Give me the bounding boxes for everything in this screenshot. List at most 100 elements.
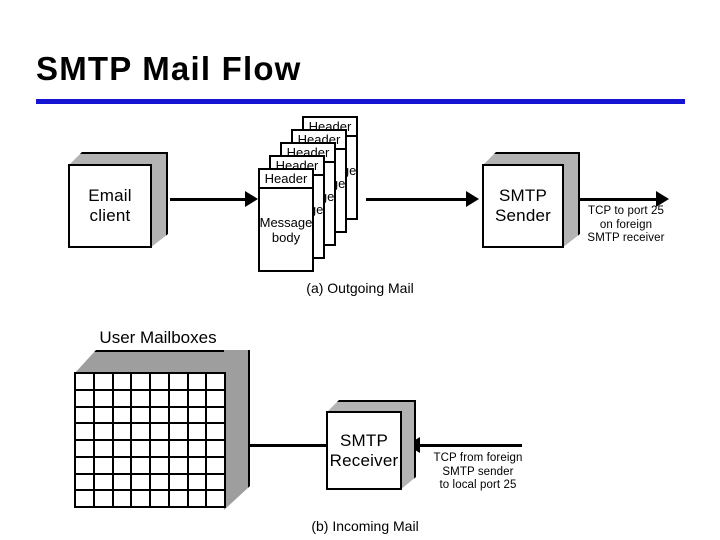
mailbox-cell bbox=[169, 491, 187, 506]
mailbox-cell bbox=[169, 390, 187, 406]
mailbox-cell bbox=[151, 374, 168, 389]
mailbox-cell bbox=[132, 390, 149, 406]
mailbox-cell bbox=[132, 374, 149, 389]
mailbox-cell bbox=[94, 474, 112, 490]
user-mailboxes-grid bbox=[74, 372, 226, 508]
mailbox-cell bbox=[94, 491, 112, 506]
mailbox-cell bbox=[169, 457, 187, 473]
incoming-tcp-note: TCP from foreign SMTP sender to local po… bbox=[433, 452, 523, 491]
mailbox-cell bbox=[207, 491, 224, 506]
mailbox-cell bbox=[151, 424, 168, 439]
user-mailboxes-label: User Mailboxes bbox=[99, 328, 217, 347]
mailbox-cell bbox=[76, 390, 93, 406]
message-card-header-label: Header bbox=[260, 170, 312, 189]
mailbox-cell bbox=[94, 441, 112, 456]
page-title: SMTP Mail Flow bbox=[36, 50, 302, 87]
smtp-receiver-label: SMTP Receiver bbox=[329, 430, 399, 470]
mailbox-cell bbox=[132, 441, 149, 456]
mailbox-cell bbox=[188, 424, 206, 439]
mailbox-cell bbox=[113, 491, 131, 506]
mailbox-cell bbox=[113, 441, 131, 456]
mailbox-cell bbox=[207, 457, 224, 473]
mailbox-cell bbox=[188, 374, 206, 389]
smtp-sender-box: SMTP Sender bbox=[478, 152, 582, 250]
figure-b-caption: (b) Incoming Mail bbox=[311, 518, 419, 534]
mailbox-cell bbox=[188, 474, 206, 490]
mailbox-cell bbox=[151, 441, 168, 456]
figure-outgoing-mail: Email client Header Message body Header … bbox=[0, 100, 720, 310]
message-card-body-label: Message body bbox=[260, 214, 312, 245]
mailbox-cell bbox=[188, 441, 206, 456]
mailbox-cell bbox=[94, 407, 112, 423]
mailbox-cell bbox=[207, 390, 224, 406]
smtp-sender-box-front-face: SMTP Sender bbox=[482, 164, 564, 248]
mailbox-cell bbox=[207, 474, 224, 490]
smtp-receiver-box-front-face: SMTP Receiver bbox=[326, 411, 402, 490]
user-mailboxes-top-face bbox=[74, 350, 250, 374]
mailbox-cell bbox=[76, 491, 93, 506]
email-client-box-front-face: Email client bbox=[68, 164, 152, 248]
figure-incoming-mail: User Mailboxes SMTP Receiver TCP from fo… bbox=[0, 310, 720, 540]
mailbox-cell bbox=[169, 374, 187, 389]
smtp-sender-box-side-face bbox=[562, 152, 580, 248]
arrow-client-to-messages-line bbox=[170, 198, 248, 201]
mailbox-cell bbox=[76, 374, 93, 389]
mailbox-cell bbox=[113, 374, 131, 389]
mailbox-cell bbox=[94, 424, 112, 439]
mailbox-cell bbox=[151, 474, 168, 490]
mailbox-cell bbox=[113, 407, 131, 423]
mailbox-cell bbox=[207, 374, 224, 389]
figure-a-caption: (a) Outgoing Mail bbox=[306, 280, 414, 296]
mailbox-cell bbox=[94, 390, 112, 406]
smtp-sender-label: SMTP Sender bbox=[494, 186, 552, 225]
outgoing-tcp-note: TCP to port 25 on foreign SMTP receiver bbox=[587, 205, 665, 244]
message-card-front: Header Message body bbox=[258, 168, 314, 272]
arrow-messages-to-sender-head bbox=[466, 191, 479, 207]
arrow-network-to-receiver-line bbox=[418, 444, 522, 447]
arrow-client-to-messages-head bbox=[245, 191, 258, 207]
mailbox-cell bbox=[113, 424, 131, 439]
mailbox-cell bbox=[188, 407, 206, 423]
mailbox-cell bbox=[94, 457, 112, 473]
email-client-box: Email client bbox=[64, 152, 172, 250]
mailbox-cell bbox=[207, 424, 224, 439]
arrow-sender-to-network-head bbox=[656, 191, 669, 207]
mailbox-cell bbox=[188, 390, 206, 406]
user-mailboxes-side-face bbox=[224, 350, 250, 510]
mailbox-cell bbox=[188, 491, 206, 506]
mailbox-cell bbox=[132, 474, 149, 490]
mailbox-cell bbox=[132, 491, 149, 506]
arrow-messages-to-sender-line bbox=[366, 198, 468, 201]
smtp-receiver-box-side-face bbox=[400, 400, 416, 490]
mailbox-cell bbox=[113, 457, 131, 473]
smtp-receiver-box: SMTP Receiver bbox=[322, 400, 418, 492]
mailbox-cell bbox=[76, 407, 93, 423]
mailbox-cell bbox=[169, 441, 187, 456]
mailbox-cell bbox=[94, 374, 112, 389]
mailbox-cell bbox=[151, 390, 168, 406]
mailbox-cell bbox=[169, 474, 187, 490]
arrow-sender-to-network-line bbox=[570, 198, 658, 201]
mailbox-cell bbox=[76, 474, 93, 490]
user-mailboxes-block bbox=[74, 350, 250, 510]
arrow-receiver-to-mailboxes-line bbox=[232, 444, 330, 447]
mailbox-cell bbox=[132, 424, 149, 439]
mailbox-cell bbox=[151, 407, 168, 423]
email-client-box-side-face bbox=[150, 152, 168, 248]
email-client-label: Email client bbox=[88, 186, 132, 225]
mailbox-cell bbox=[188, 457, 206, 473]
mailbox-cell bbox=[132, 407, 149, 423]
mailbox-cell bbox=[151, 457, 168, 473]
title-underline-rule bbox=[36, 99, 685, 104]
mailbox-cell bbox=[76, 424, 93, 439]
mailbox-cell bbox=[76, 441, 93, 456]
mailbox-cell bbox=[169, 424, 187, 439]
mailbox-cell bbox=[207, 407, 224, 423]
mailbox-cell bbox=[113, 390, 131, 406]
mailbox-cell bbox=[76, 457, 93, 473]
mailbox-cell bbox=[151, 491, 168, 506]
mailbox-cell bbox=[132, 457, 149, 473]
mailbox-cell bbox=[113, 474, 131, 490]
mailbox-cell bbox=[207, 441, 224, 456]
